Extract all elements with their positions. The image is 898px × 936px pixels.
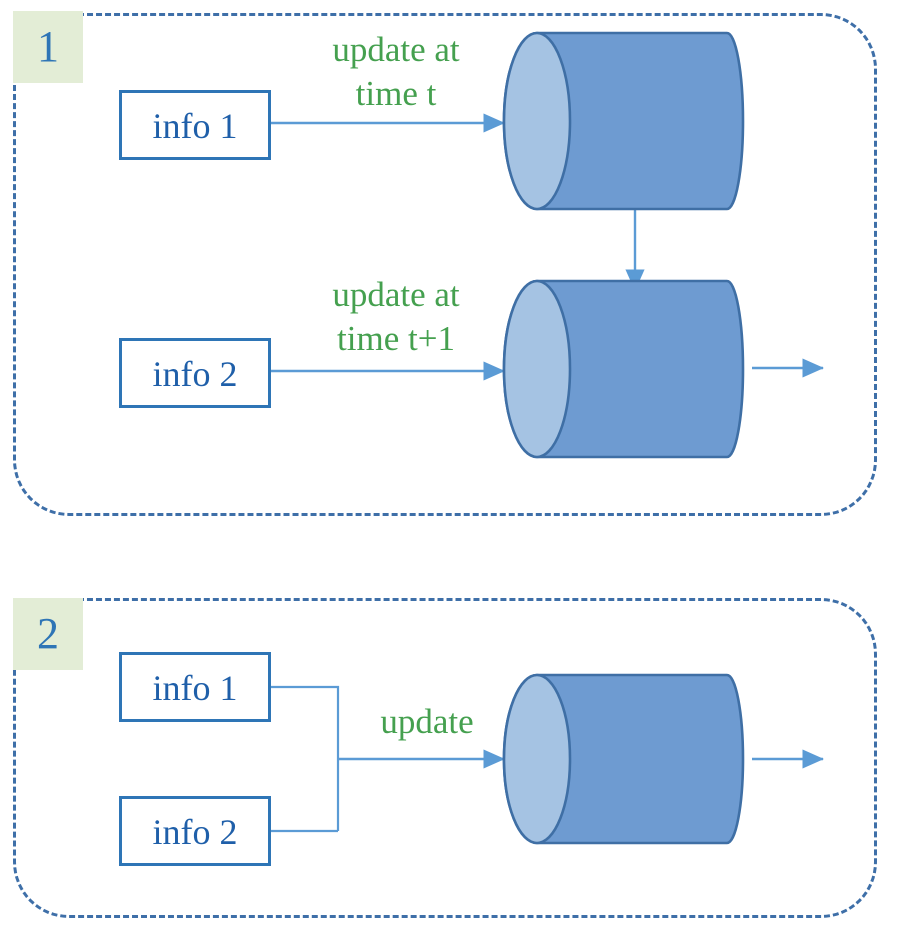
panel-1-dashed-frame	[13, 13, 877, 516]
edge-label-update-at-time-t-plus-1: update at time t+1	[332, 275, 460, 358]
panel-2-number-badge: 2	[13, 598, 83, 670]
edge-label-update: update	[380, 702, 474, 741]
info-box-info-1[interactable]: info 1	[119, 90, 271, 160]
info-box-info-1-merged[interactable]: info 1	[119, 652, 271, 722]
panel-2-dashed-frame	[13, 598, 877, 918]
wire-info1-to-junction	[271, 685, 340, 831]
info-box-info-2[interactable]: info 2	[119, 338, 271, 408]
panel-2-connectors	[271, 685, 824, 833]
info-box-info-2-merged[interactable]: info 2	[119, 796, 271, 866]
edge-label-update-at-time-t: update at time t	[332, 30, 460, 113]
cylinder-datastore	[502, 673, 745, 845]
panel-1-connectors	[271, 113, 824, 381]
cylinder-datastore-time-t	[502, 31, 745, 211]
panel-1-number-badge: 1	[13, 11, 83, 83]
cylinder-datastore-time-t-plus-1	[502, 279, 745, 459]
